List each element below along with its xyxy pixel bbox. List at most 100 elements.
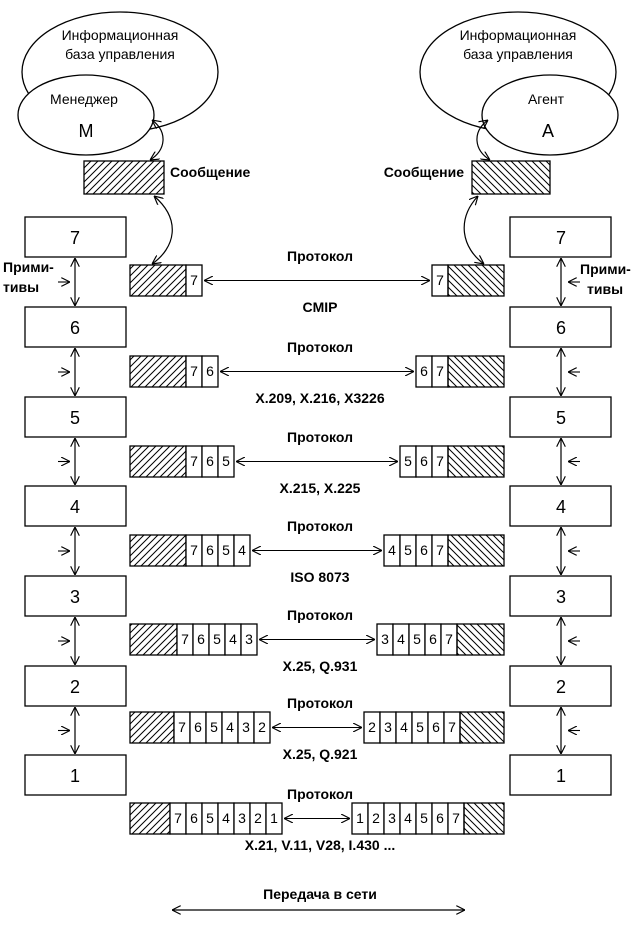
right-layer-7-label: 7 [556,228,566,248]
left-layer-7-label: 7 [70,228,80,248]
agent-pdu-header-label: 5 [413,631,421,647]
agent-message-box [471,160,551,195]
manager-pdu-data [129,623,178,656]
manager-pdu-data [129,355,187,388]
agent-pdu-data [459,711,505,744]
left-layer-6-box [24,306,127,348]
right-layer-4-box [509,485,612,527]
right-layer-7-box [509,216,612,258]
manager-pdu-header-label: 6 [206,542,214,558]
agent-ellipse-message-arrow [476,120,490,160]
right-layer-2-label: 2 [556,677,566,697]
protocol-standards: X.209, X.216, X3226 [255,390,384,406]
manager-pdu-header-label: 4 [229,631,237,647]
agent-pdu-header-label: 6 [436,810,444,826]
manager-pdu-header-label: 7 [174,810,182,826]
protocol-label: Протокол [287,786,353,802]
protocol-label: Протокол [287,339,353,355]
right-layer-2-box [509,665,612,707]
primitives-label-right-2: тивы [587,281,623,297]
right-layer-6-label: 6 [556,318,566,338]
network-transmission-label: Передача в сети [263,886,377,902]
agent-pdu-header-label: 6 [420,363,428,379]
manager-message-pdu-arrow [152,196,173,264]
agent-pdu-header-label: 5 [404,453,412,469]
agent-pdu-data [447,445,505,478]
manager-pdu-data [129,445,187,478]
agent-mib-line-2: база управления [463,46,573,62]
primitives-label-right-1: Прими- [580,261,631,277]
left-layer-1-box [24,754,127,796]
left-layer-1-label: 1 [70,766,80,786]
protocol-standards: X.25, Q.931 [283,658,358,674]
agent-ellipse [481,74,619,156]
agent-pdu-header-label: 6 [420,453,428,469]
manager-pdu-data [129,802,171,835]
left-layer-3-label: 3 [70,587,80,607]
protocol-label: Протокол [287,518,353,534]
agent-letter: А [542,121,554,141]
manager-pdu-data [129,534,187,567]
agent-pdu-header-label: 7 [436,272,444,288]
manager-pdu-header-cell [253,711,271,744]
manager-message-label: Сообщение [170,164,251,180]
manager-pdu-header-label: 5 [222,453,230,469]
agent-pdu-header-label: 5 [416,719,424,735]
manager-pdu-header-label: 2 [258,719,266,735]
manager-pdu-header-label: 6 [197,631,205,647]
agent-pdu-header-label: 3 [384,719,392,735]
protocol-standards: ISO 8073 [290,569,349,585]
agent-pdu-header-label: 5 [404,542,412,558]
right-layer-5-label: 5 [556,408,566,428]
manager-group: Информационная база управления Менеджер … [17,11,219,156]
right-layer-1-box [509,754,612,796]
protocol-label: Протокол [287,429,353,445]
manager-message-box [83,160,165,195]
manager-pdu-header-label: 1 [270,810,278,826]
protocol-standards: X.25, Q.921 [283,746,358,762]
agent-pdu-header-label: 7 [436,363,444,379]
left-layer-4-label: 4 [70,497,80,517]
manager-pdu-header-label: 5 [213,631,221,647]
agent-pdu-header-label: 1 [356,810,364,826]
protocol-label: Протокол [287,248,353,264]
agent-message-label: Сообщение [384,164,465,180]
agent-pdu-data [447,534,505,567]
manager-mib-line-1: Информационная [62,27,179,43]
manager-pdu-header-label: 7 [190,272,198,288]
right-layer-6-box [509,306,612,348]
manager-pdu-header-label: 7 [190,453,198,469]
primitives-label-left-1: Прими- [3,259,54,275]
manager-pdu-header-label: 3 [245,631,253,647]
manager-pdu-header-label: 6 [206,453,214,469]
manager-pdu-header-label: 5 [210,719,218,735]
agent-pdu-data [447,264,505,297]
left-layer-2-box [24,665,127,707]
manager-pdu-header-label: 6 [206,363,214,379]
agent-pdu-header-label: 7 [445,631,453,647]
manager-pdu-header-label: 7 [190,542,198,558]
agent-pdu-header-label: 6 [432,719,440,735]
manager-pdu-header-cell [240,623,258,656]
manager-pdu-header-label: 5 [222,542,230,558]
manager-pdu-header-label: 5 [206,810,214,826]
manager-pdu-header-label: 3 [242,719,250,735]
agent-pdu-header-label: 4 [397,631,405,647]
agent-pdu-header-label: 7 [452,810,460,826]
manager-pdu-header-label: 7 [190,363,198,379]
left-layer-6-label: 6 [70,318,80,338]
right-layer-5-box [509,396,612,438]
agent-pdu-header-label: 7 [448,719,456,735]
manager-ellipse-message-arrow [150,120,164,160]
agent-pdu-header-label: 4 [404,810,412,826]
left-layer-2-label: 2 [70,677,80,697]
agent-pdu-data [447,355,505,388]
agent-pdu-header-label: 2 [372,810,380,826]
manager-pdu-header-label: 4 [226,719,234,735]
manager-pdu-header-cell [185,264,203,297]
left-layer-7-box [24,216,127,258]
manager-mib-line-2: база управления [65,46,175,62]
manager-pdu-header-label: 3 [238,810,246,826]
